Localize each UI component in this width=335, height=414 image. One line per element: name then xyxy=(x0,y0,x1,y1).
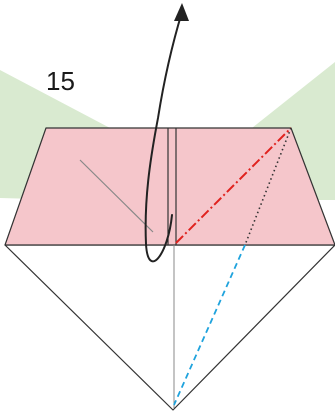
crease-line-diagonal xyxy=(79,159,154,233)
step-number: 15 xyxy=(46,66,75,96)
valley-fold-line xyxy=(173,244,246,406)
hidden-edge-dotted-line xyxy=(244,127,292,246)
paper-colored-flap xyxy=(4,127,335,246)
background-band-right xyxy=(252,62,335,200)
arrow-head-icon xyxy=(174,3,189,21)
curved-arrow-up-icon xyxy=(144,11,183,263)
paper-lower-section xyxy=(4,244,335,411)
mountain-fold-line xyxy=(175,127,292,244)
